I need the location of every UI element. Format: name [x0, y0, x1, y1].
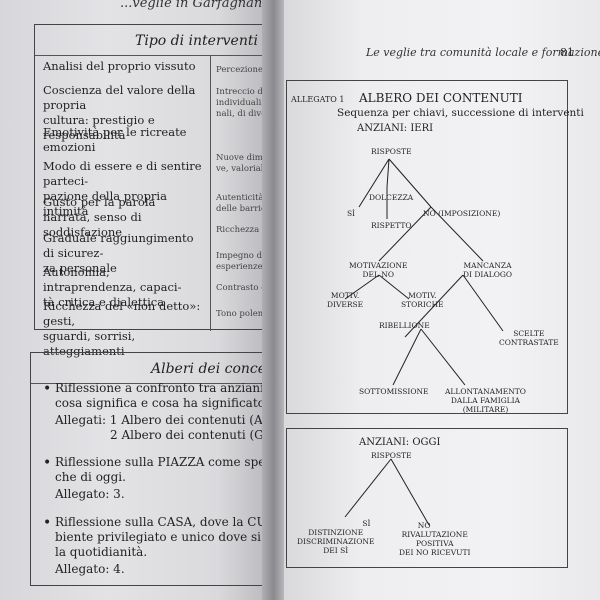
table-left-cell: Coscienza del valore della propria cultu… [43, 83, 196, 142]
table-right-cell: Intreccio di molteplici individuali, di … [216, 87, 276, 119]
bullet-icon: • [43, 455, 52, 471]
concepts-box-title: Alberi dei concetti [151, 361, 282, 377]
table-right-cell: Contrasto come divergenze [216, 283, 276, 293]
node-sottomissione: SOTTOMISSIONE [359, 387, 429, 396]
interventions-table: Tipo di interventi dei veglianti Analisi… [34, 24, 350, 358]
table-left-cell: Ricchezza del «non detto»: gesti, sguard… [43, 299, 201, 358]
table-left-cell: Emotività per le ricreate emozioni [43, 125, 187, 154]
table-divider [35, 55, 275, 56]
table-left-cell: Analisi del proprio vissuto [43, 59, 196, 73]
node-allontanamento: ALLONTANAMENTO DALLA FAMIGLIA (MILITARE) [445, 387, 526, 414]
node-risposte-oggi: RISPOSTE [371, 451, 412, 460]
node-no-imposizione: NO (IMPOSIZIONE) [423, 209, 501, 218]
node-motiv-diverse: MOTIV. DIVERSE [327, 291, 364, 309]
diagram-tag: ALLEGATO 1 [291, 95, 345, 104]
bullet-icon: • [43, 381, 52, 397]
diagram-section-heading: ANZIANI: IERI [357, 123, 434, 134]
table-left-cell: Gusto per la parola narrata, senso di so… [43, 195, 156, 239]
table-right-cell: Nuove dimensioni ve, valoriali ed [216, 153, 276, 174]
right-running-head: Le veglie tra comunità locale e formazio… [366, 46, 600, 59]
table-right-cell: Ricchezza di sollecitaz [216, 225, 276, 235]
bullet-icon: • [43, 515, 52, 531]
tree-lines-today [344, 458, 430, 526]
diagram-subtitle: Sequenza per chiavi, successione di inte… [337, 107, 584, 119]
node-motiv-storiche: MOTIV. STORICHE [401, 291, 444, 309]
content-tree-box-today: ANZIANI: OGGI RISPOSTE SÌ DISTINZIONE DI… [286, 428, 568, 568]
diagram-title: ALBERO DEI CONTENUTI [359, 91, 523, 105]
node-mancanza-dialogo: MANCANZA DI DIALOGO [463, 261, 513, 279]
table-right-cell: Impegno di riflessione esperienze [216, 251, 276, 272]
table-right-cell: Percezione e valoriz [216, 65, 276, 75]
right-page: Le veglie tra comunità locale e formazio… [284, 0, 600, 600]
tree-lines-yesterday [344, 158, 504, 386]
node-dolcezza: DOLCEZZA [369, 193, 414, 202]
diagram2-section-heading: ANZIANI: OGGI [359, 437, 441, 448]
node-no-oggi: NO RIVALUTAZIONE POSITIVA DEI NO RICEVUT… [399, 521, 471, 557]
node-si: SÌ [347, 209, 356, 218]
node-motivazione: MOTIVAZIONE DEL NO [349, 261, 408, 279]
node-scelte-contrastate: SCELTE CONTRASTATE [499, 329, 559, 347]
table-left-cell: Autonomia, intraprendenza, capaci- tà cr… [43, 265, 182, 309]
table-right-cell: Autenticità di opinioni delle barriere d… [216, 193, 276, 214]
node-rispetto: RISPETTO [371, 221, 412, 230]
concepts-box: Alberi dei concetti • Riflessione a conf… [30, 352, 359, 586]
table-left-cell: Modo di essere e di sentire parteci- paz… [43, 159, 202, 218]
table-right-cell: Tono polemico contesta [216, 309, 276, 319]
left-running-head: ...veglie in Garfagnana [120, 0, 271, 11]
page-number: 81 [560, 46, 574, 59]
left-page: ...veglie in Garfagnana Tipo di interven… [0, 0, 359, 600]
content-tree-box-yesterday: ALLEGATO 1 ALBERO DEI CONTENUTI Sequenza… [286, 80, 584, 414]
node-ribellione: RIBELLIONE [379, 321, 430, 330]
concepts-divider [31, 383, 275, 384]
node-risposte: RISPOSTE [371, 147, 412, 156]
table-left-cell: Graduale raggiungimento di sicurez- za p… [43, 231, 194, 275]
node-si-oggi: SÌ DISTINZIONE DISCRIMINAZIONE DEI SÌ [297, 519, 375, 555]
book-gutter [262, 0, 288, 600]
table-column-divider [210, 55, 211, 331]
